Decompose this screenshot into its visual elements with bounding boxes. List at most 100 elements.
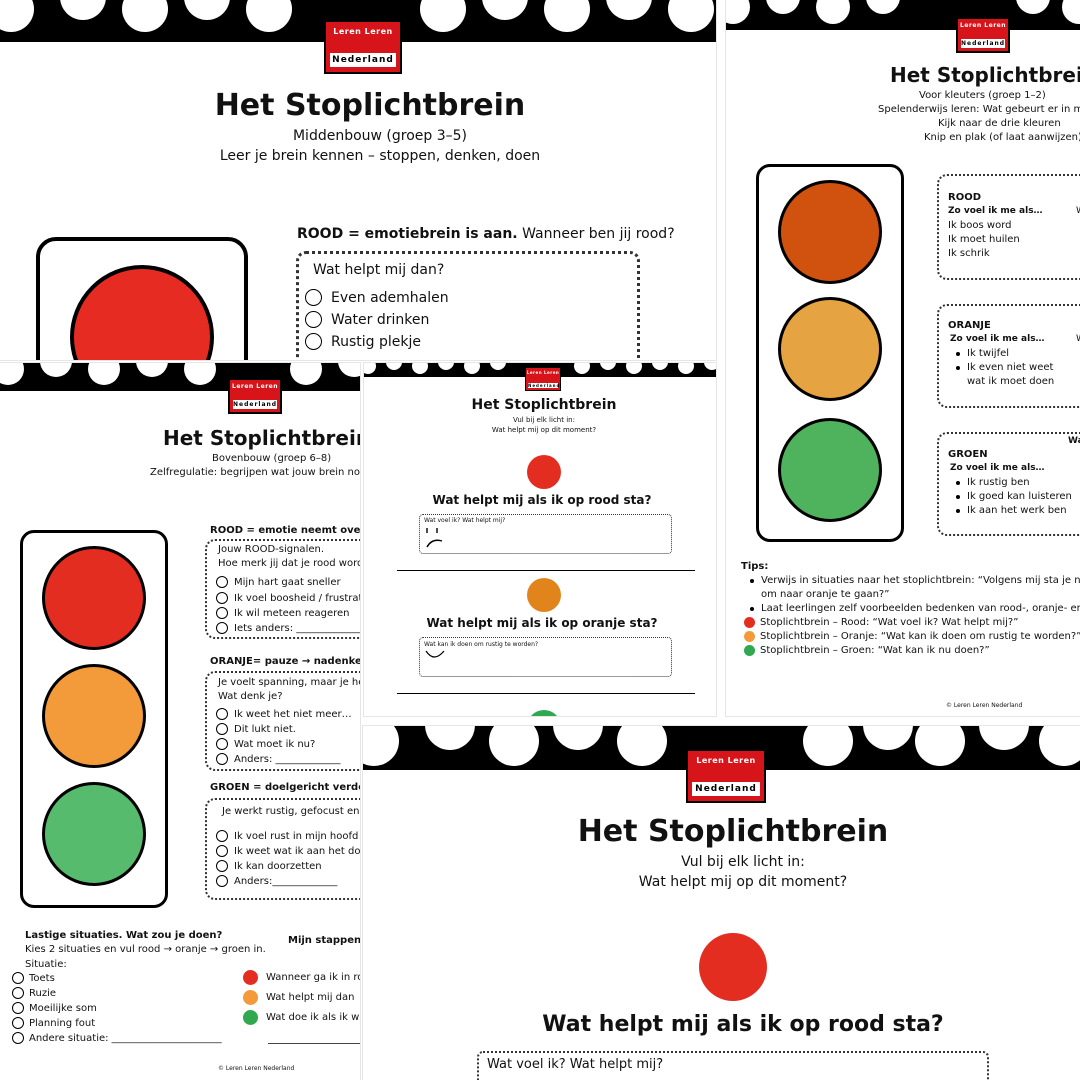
oranje-heading: ORANJE= pauze → nadenken bbox=[210, 656, 360, 667]
green-dot bbox=[527, 710, 561, 716]
worksheet-fill-in-small: Leren Leren Nederland Het Stoplichtbrein… bbox=[364, 363, 716, 716]
oranje-option[interactable]: Anders: _____________ bbox=[216, 753, 341, 765]
tip-item: Verwijs in situaties naar het stoplichtb… bbox=[750, 575, 1080, 586]
oranje-question: Zo voel ik me als… bbox=[950, 334, 1045, 344]
intro-line: Spelenderwijs leren: Wat gebeurt er in m… bbox=[878, 104, 1080, 115]
situatie-label: Situatie: bbox=[25, 959, 67, 970]
oranje-item: Ik even niet weet bbox=[956, 362, 1053, 373]
brand-logo: Leren Leren Nederland bbox=[525, 367, 561, 391]
oranje-label: ORANJE bbox=[948, 320, 991, 331]
worksheet-kleuters: Leren Leren Nederland Het Stoplichtbrein… bbox=[726, 0, 1080, 716]
groen-item: Ik rustig ben bbox=[956, 477, 1030, 488]
groen-option[interactable]: Ik kan doorzetten bbox=[216, 860, 322, 872]
groen-option[interactable]: Anders:_____________ bbox=[216, 875, 337, 887]
stap-red: Wanneer ga ik in ro bbox=[243, 970, 360, 985]
oranje-box bbox=[205, 671, 360, 771]
red-heading: ROOD = emotiebrein is aan. Wanneer ben j… bbox=[297, 226, 675, 242]
red-answer-box[interactable] bbox=[477, 1051, 989, 1080]
oranje-intro: Wat denk je? bbox=[218, 691, 283, 702]
rood-box bbox=[937, 174, 1080, 280]
tip-item: Laat leerlingen zelf voorbeelden bedenke… bbox=[750, 603, 1080, 614]
orange-question: Wat helpt mij als ik op oranje sta? bbox=[426, 616, 658, 630]
groen-heading: GROEN = doelgericht verder v bbox=[210, 782, 360, 793]
situatie-option[interactable]: Toets bbox=[12, 972, 55, 984]
red-question: Wat helpt mij als ik op rood sta? bbox=[542, 1012, 944, 1037]
situatie-option[interactable]: Moeilijke som bbox=[12, 1002, 97, 1014]
help-box bbox=[296, 251, 640, 360]
option-water[interactable]: Water drinken bbox=[305, 311, 429, 328]
groen-option[interactable]: Ik voel rust in mijn hoofd bbox=[216, 830, 358, 842]
oranje-option[interactable]: Wat moet ik nu? bbox=[216, 738, 315, 750]
oranje-box bbox=[937, 304, 1080, 408]
orange-dot bbox=[527, 578, 561, 612]
red-box-label: Wat voel ik? Wat helpt mij? bbox=[487, 1057, 664, 1072]
help-box-title: Wat helpt mij dan? bbox=[313, 262, 445, 278]
side-letter: W bbox=[1076, 206, 1080, 216]
rood-option[interactable]: Iets anders: _____________ bbox=[216, 622, 360, 634]
groen-question: Zo voel ik me als… bbox=[950, 463, 1045, 473]
rood-heading: ROOD = emotie neemt over, d bbox=[210, 525, 360, 536]
orange-box-label: Wat kan ik doen om rustig te worden? bbox=[424, 641, 539, 648]
sheet-subtitle: Wat helpt mij op dit moment? bbox=[638, 874, 848, 890]
polka-dot-banner bbox=[726, 0, 1080, 30]
footer-copyright: © Leren Leren Nederland bbox=[946, 702, 1023, 709]
rood-option[interactable]: Mijn hart gaat sneller bbox=[216, 576, 341, 588]
tips-title: Tips: bbox=[741, 561, 769, 572]
smile-face-icon bbox=[425, 650, 445, 658]
tip-item: om naar oranje te gaan?” bbox=[761, 589, 890, 600]
green-lamp bbox=[778, 418, 882, 522]
red-question: Wat helpt mij als ik op rood sta? bbox=[432, 493, 652, 507]
groen-intro: Je werkt rustig, gefocust en bbox=[222, 806, 360, 817]
groen-item: Ik aan het werk ben bbox=[956, 505, 1067, 516]
footer-copyright: © Leren Leren Nederland bbox=[218, 1065, 295, 1072]
sheet-title: Het Stoplichtbrein bbox=[890, 63, 1080, 87]
sad-face-icon bbox=[426, 528, 443, 548]
side-letter: Wa bbox=[1068, 436, 1080, 446]
brand-logo: Leren Leren Nederland bbox=[686, 749, 766, 803]
situatie-option[interactable]: Planning fout bbox=[12, 1017, 95, 1029]
rood-item: Ik boos word bbox=[948, 220, 1012, 231]
stap-orange: Wat helpt mij dan bbox=[243, 990, 354, 1005]
sheet-subtitle: Vul bij elk licht in: bbox=[681, 854, 805, 870]
oranje-item: wat ik moet doen bbox=[967, 376, 1055, 387]
sheet-subtitle: Bovenbouw (groep 6–8) bbox=[212, 453, 332, 464]
red-box-label: Wat voel ik? Wat helpt mij? bbox=[424, 517, 506, 524]
sheet-subtitle: Vul bij elk licht in: bbox=[513, 416, 575, 424]
orange-lamp bbox=[42, 664, 146, 768]
situatie-option[interactable]: Ruzie bbox=[12, 987, 56, 999]
sheet-title: Het Stoplichtbrein bbox=[577, 814, 889, 849]
rood-option[interactable]: Ik wil meteen reageren bbox=[216, 607, 350, 619]
red-answer-box[interactable] bbox=[419, 514, 672, 554]
polka-dot-banner bbox=[0, 363, 360, 391]
rood-intro: Hoe merk jij dat je rood word bbox=[218, 558, 360, 569]
intro-line: Knip en plak (of laat aanwijzen) bbox=[924, 132, 1080, 143]
oranje-option[interactable]: Ik weet het niet meer… bbox=[216, 708, 352, 720]
green-lamp bbox=[42, 782, 146, 886]
rood-item: Ik moet huilen bbox=[948, 234, 1020, 245]
legend-orange: Stoplichtbrein – Oranje: “Wat kan ik doe… bbox=[744, 631, 1080, 642]
oranje-intro: Je voelt spanning, maar je hel bbox=[218, 677, 360, 688]
worksheet-fill-in-large: Leren Leren Nederland Het Stoplichtbrein… bbox=[363, 726, 1080, 1080]
orange-lamp bbox=[778, 297, 882, 401]
option-ademhalen[interactable]: Even ademhalen bbox=[305, 289, 449, 306]
rood-item: Ik schrik bbox=[948, 248, 990, 259]
red-lamp bbox=[42, 546, 146, 650]
orange-answer-box[interactable] bbox=[419, 637, 672, 677]
situatie-option[interactable]: Andere situatie: ______________________ bbox=[12, 1032, 222, 1044]
oranje-option[interactable]: Dit lukt niet. bbox=[216, 723, 296, 735]
worksheet-middenbouw: Leren Leren Nederland Het Stoplichtbrein… bbox=[0, 0, 716, 360]
lastig-subtitle: Kies 2 situaties en vul rood → oranje → … bbox=[25, 944, 266, 955]
section-divider bbox=[397, 570, 695, 571]
groen-box bbox=[205, 798, 360, 900]
option-rustig[interactable]: Rustig plekje bbox=[305, 333, 421, 350]
groen-option[interactable]: Ik weet wat ik aan het doe bbox=[216, 845, 360, 857]
brand-logo: Leren Leren Nederland bbox=[228, 378, 282, 414]
groen-item: Ik goed kan luisteren bbox=[956, 491, 1072, 502]
rood-option[interactable]: Ik voel boosheid / frustrat bbox=[216, 592, 360, 604]
worksheet-bovenbouw: Leren Leren Nederland Het Stoplichtbrein… bbox=[0, 363, 360, 1080]
intro-line: Kijk naar de drie kleuren bbox=[938, 118, 1061, 129]
answer-line bbox=[268, 1043, 360, 1044]
rood-box bbox=[205, 539, 360, 639]
rood-question: Zo voel ik me als… bbox=[948, 206, 1043, 216]
groen-label: GROEN bbox=[948, 449, 988, 460]
